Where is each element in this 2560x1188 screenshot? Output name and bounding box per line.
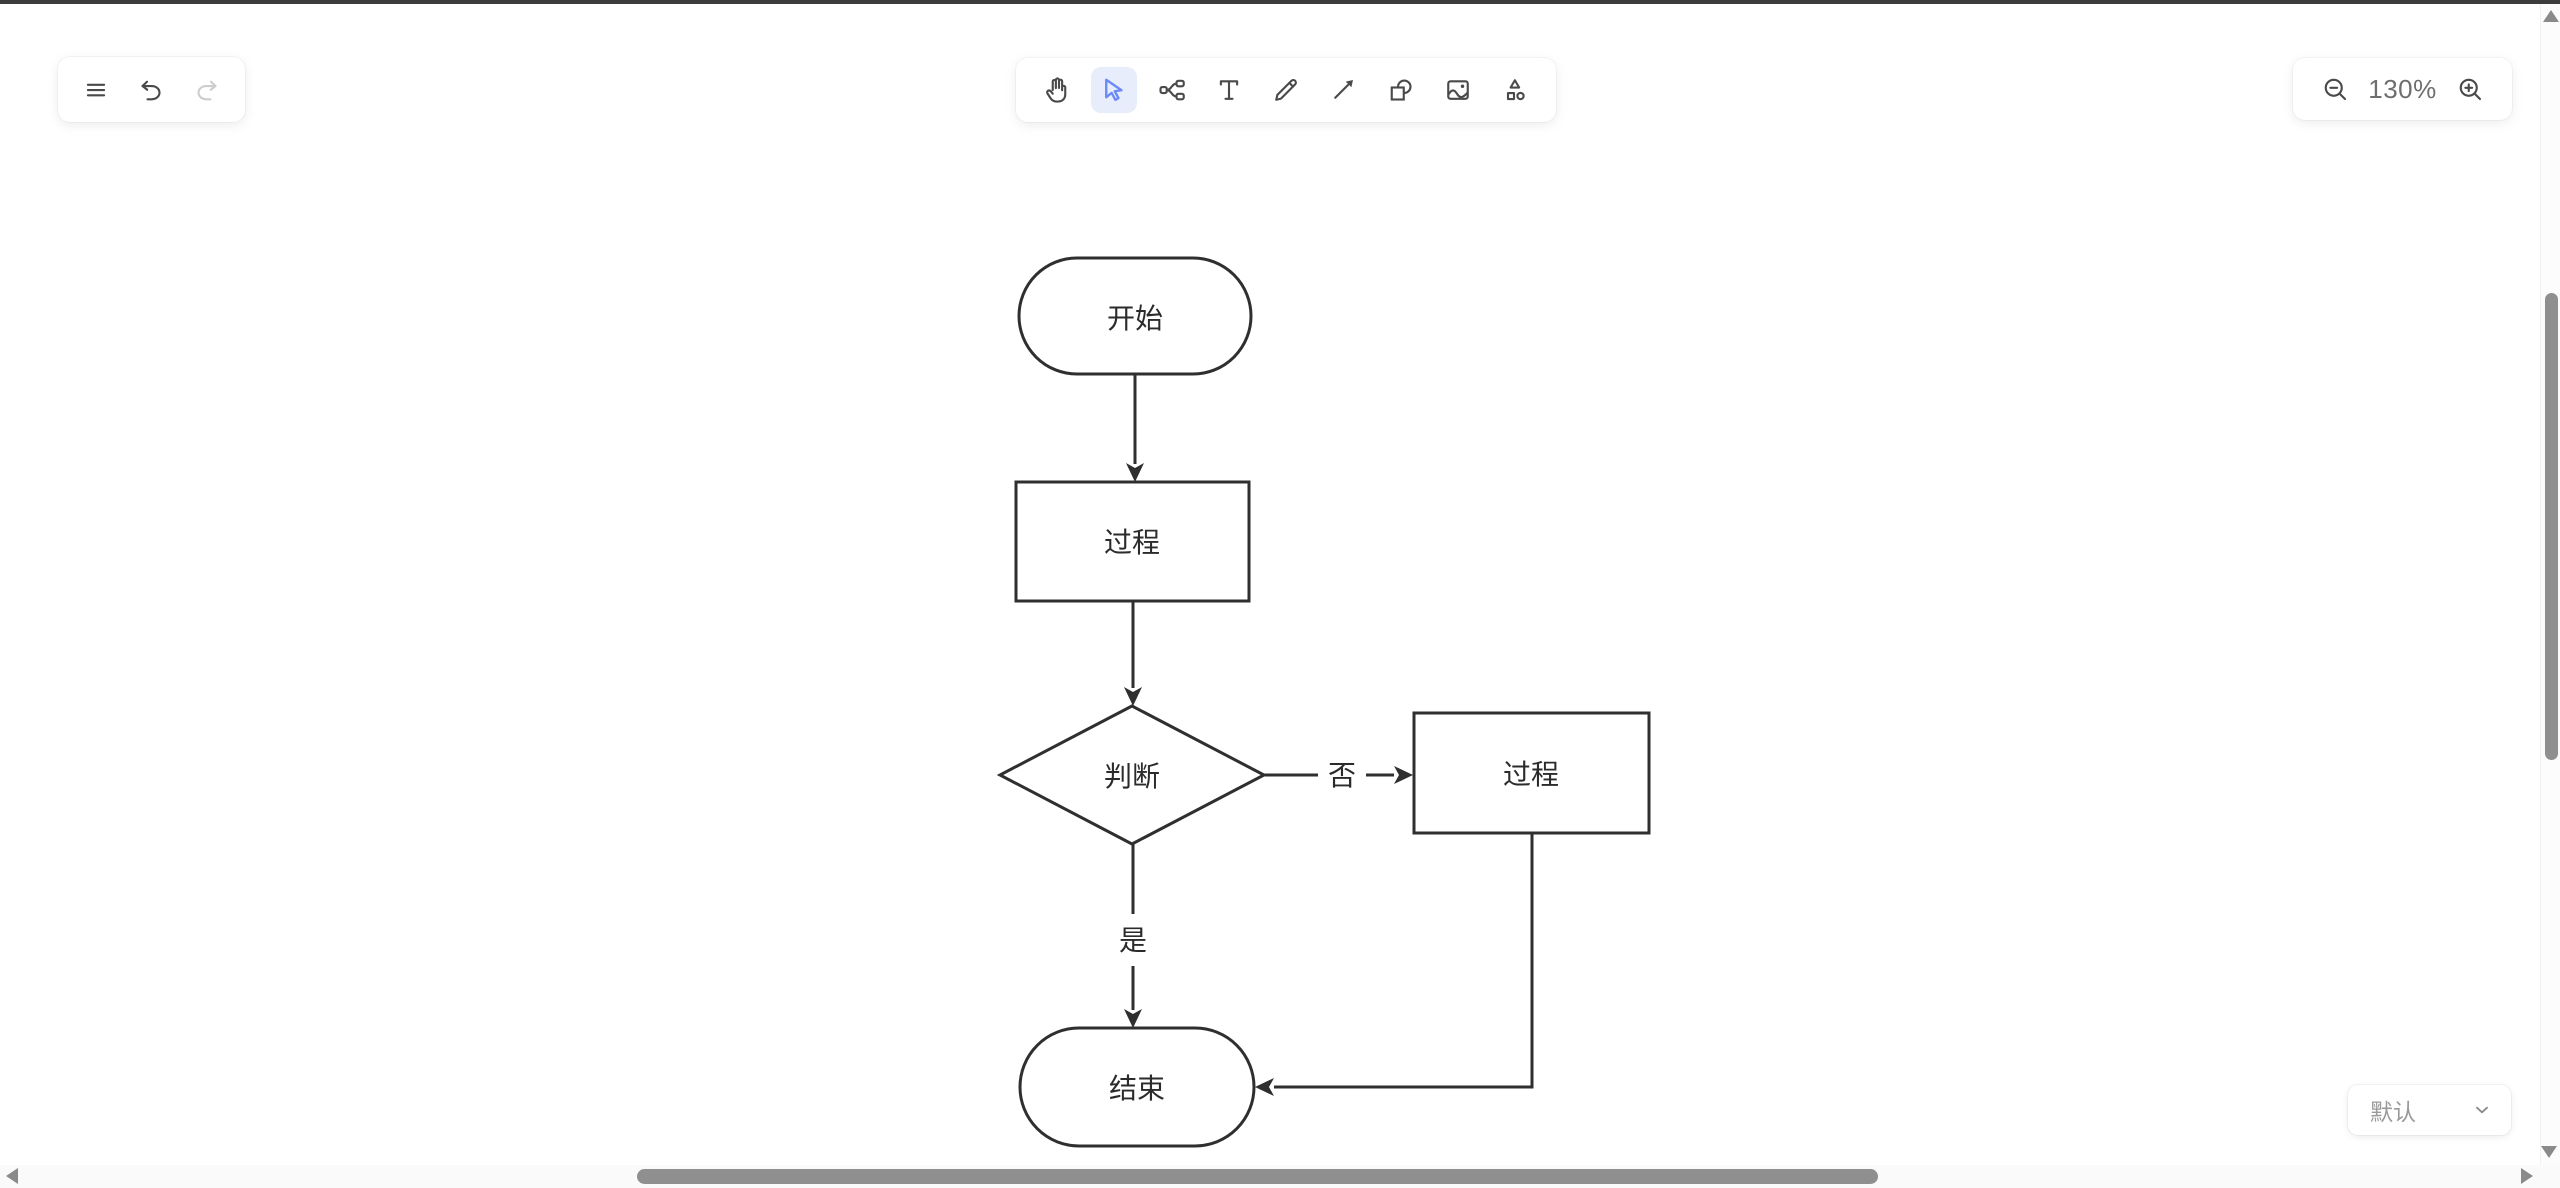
arrow-tool-button[interactable]	[1320, 67, 1366, 113]
text-tool-button[interactable]	[1206, 67, 1252, 113]
node-process1[interactable]: 过程	[1014, 480, 1251, 603]
tool-palette	[1016, 58, 1556, 122]
redo-icon	[197, 80, 217, 100]
edge-decision-process2[interactable]: 否	[1264, 760, 1413, 791]
hand-icon	[1046, 77, 1067, 103]
zoom-out-button[interactable]	[2315, 69, 2355, 109]
select-tool-button[interactable]	[1091, 67, 1138, 113]
pencil-icon	[1275, 78, 1297, 101]
node-decision[interactable]: 判断	[996, 704, 1268, 846]
node-end-label: 结束	[1109, 1073, 1165, 1104]
history-toolbar	[58, 57, 245, 122]
menu-button[interactable]	[73, 67, 119, 113]
node-process2[interactable]: 过程	[1412, 711, 1651, 835]
edge-process1-decision[interactable]	[1124, 601, 1142, 706]
pencil-tool-button[interactable]	[1263, 67, 1309, 113]
node-process2-label: 过程	[1503, 759, 1559, 790]
menu-icon	[86, 83, 106, 96]
horizontal-scrollbar-thumb[interactable]	[637, 1169, 1878, 1184]
edge-label-yes: 是	[1119, 925, 1147, 956]
node-start[interactable]: 开始	[1017, 256, 1253, 376]
zoom-toolbar: 130%	[2293, 58, 2512, 120]
zoom-in-button[interactable]	[2450, 69, 2490, 109]
undo-button[interactable]	[128, 67, 174, 113]
node-process1-label: 过程	[1104, 527, 1160, 558]
undo-icon	[141, 80, 162, 100]
redo-button[interactable]	[184, 67, 230, 113]
image-icon	[1446, 80, 1469, 100]
scroll-down-arrow-icon[interactable]	[2541, 1146, 2557, 1158]
arrow-icon	[1334, 80, 1354, 99]
shapes-icon	[1390, 79, 1412, 101]
edge-start-process1[interactable]	[1126, 374, 1144, 482]
scroll-left-arrow-icon[interactable]	[6, 1168, 18, 1184]
edge-label-no: 否	[1328, 760, 1356, 791]
mindmap-icon	[1158, 79, 1185, 101]
image-tool-button[interactable]	[1435, 67, 1481, 113]
chevron-down-icon	[2476, 1106, 2488, 1114]
shape-library-tool-button[interactable]	[1492, 67, 1538, 113]
vertical-scrollbar-thumb[interactable]	[2545, 293, 2558, 760]
zoom-level: 130%	[2368, 73, 2437, 104]
node-start-label: 开始	[1107, 303, 1163, 334]
zoom-in-icon	[2459, 78, 2482, 101]
node-decision-label: 判断	[1104, 761, 1160, 792]
scroll-up-arrow-icon[interactable]	[2543, 10, 2559, 22]
theme-select[interactable]: 默认	[2348, 1085, 2511, 1135]
shape-library-icon	[1506, 79, 1525, 101]
text-icon	[1219, 80, 1238, 100]
zoom-out-icon	[2324, 78, 2347, 101]
edge-decision-end[interactable]: 是	[1119, 844, 1147, 1028]
edge-process2-end[interactable]	[1255, 833, 1534, 1096]
node-end[interactable]: 结束	[1018, 1026, 1256, 1148]
window-top-edge	[0, 0, 2560, 4]
theme-select-value: 默认	[2370, 1099, 2416, 1125]
shapes-tool-button[interactable]	[1378, 67, 1424, 113]
pan-tool-button[interactable]	[1034, 67, 1080, 113]
cursor-icon	[1105, 78, 1123, 102]
mindmap-tool-button[interactable]	[1149, 67, 1195, 113]
scroll-right-arrow-icon[interactable]	[2521, 1168, 2533, 1184]
